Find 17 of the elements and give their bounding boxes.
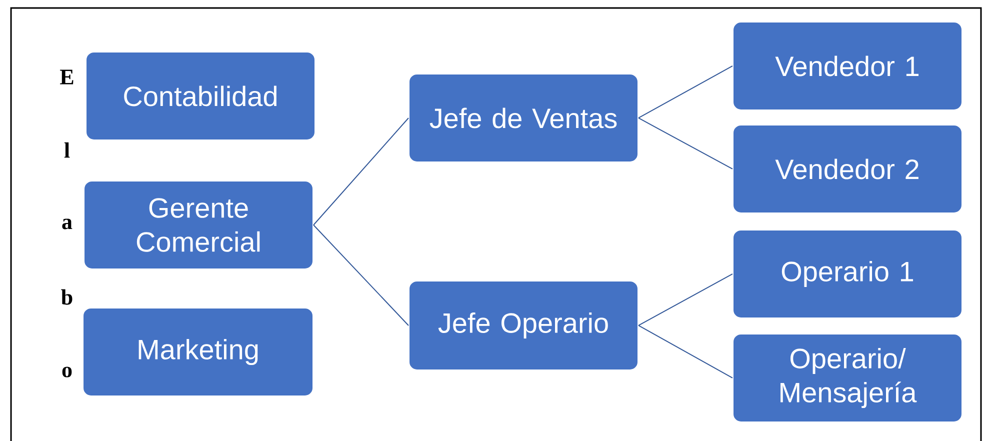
- connector-line: [638, 118, 733, 170]
- org-box: Marketing: [82, 307, 314, 396]
- org-box: Jefe Operario: [408, 280, 638, 370]
- connector-line: [638, 325, 733, 378]
- org-box: Operario/ Mensajería: [732, 334, 962, 422]
- vertical-letter: l: [64, 142, 70, 158]
- connector-line: [638, 274, 733, 326]
- vertical-letter: b: [61, 289, 72, 305]
- org-box: Jefe de Ventas: [408, 74, 638, 162]
- org-box: Gerente Comercial: [84, 180, 314, 270]
- connector-line: [313, 118, 409, 226]
- org-box: Vendedor 1: [732, 22, 962, 110]
- connector-line: [313, 224, 409, 326]
- org-box: Contabilidad: [86, 52, 316, 140]
- org-box: Operario 1: [732, 230, 962, 318]
- connector-line: [638, 66, 733, 118]
- org-box: Vendedor 2: [732, 124, 962, 214]
